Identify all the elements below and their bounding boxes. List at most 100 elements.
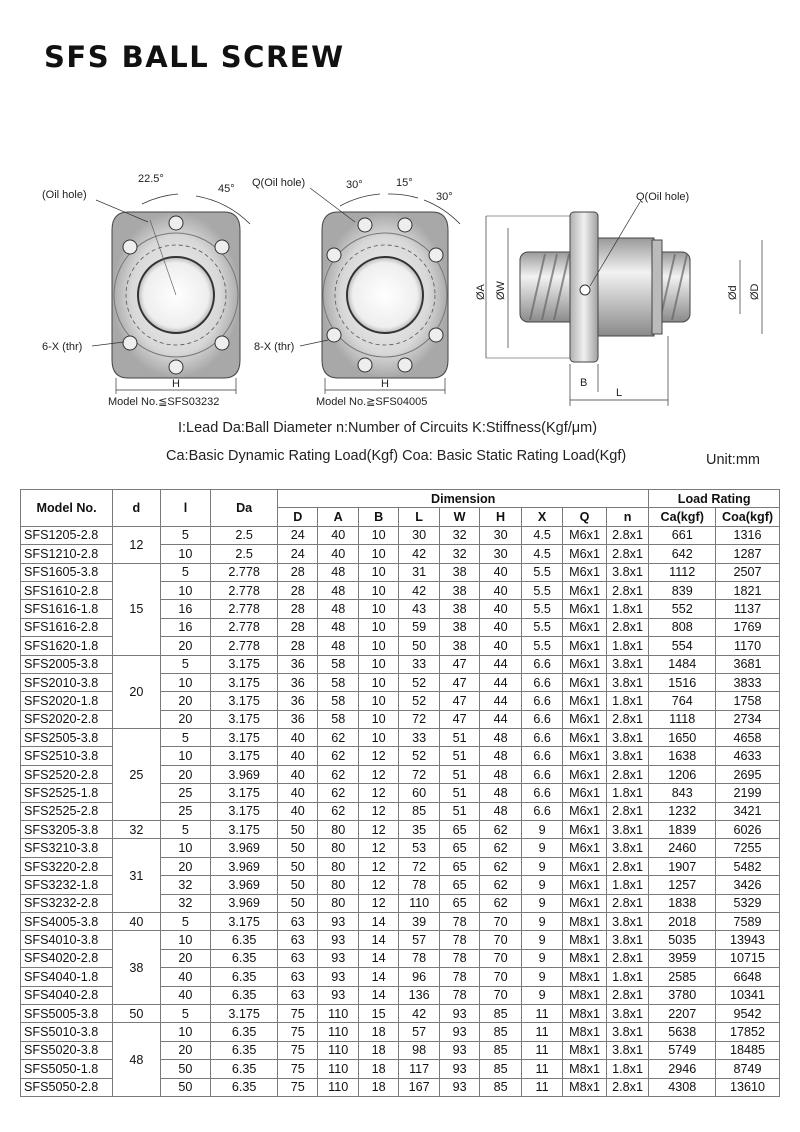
W-cell: 47 [438, 672, 481, 693]
n-cell: 3.8x1 [605, 1040, 650, 1061]
b-label: B [580, 377, 587, 389]
lead-cell: 32 [159, 893, 212, 913]
W-cell: 47 [438, 654, 481, 674]
n-cell: 2.8x1 [605, 525, 650, 546]
angle-label: 45° [218, 183, 235, 195]
header-B: B [357, 507, 400, 527]
A-cell: 62 [317, 801, 359, 822]
B-cell: 10 [357, 544, 400, 564]
ca-cell: 1118 [648, 709, 717, 730]
lead-cell: 50 [159, 1059, 212, 1079]
coa-cell: 4658 [715, 728, 780, 748]
L-cell: 53 [398, 838, 440, 858]
Q-cell: M8x1 [562, 1040, 607, 1061]
lead-cell: 10 [159, 746, 212, 766]
D-cell: 28 [277, 562, 319, 582]
n-cell: 3.8x1 [605, 728, 650, 748]
angle-label: 30° [346, 179, 363, 191]
coa-cell: 10341 [715, 985, 780, 1005]
ball-screw-diagram: (Oil hole) 22.5° 45° 6-X (thr) H Model N… [42, 173, 763, 408]
W-cell: 93 [438, 1059, 481, 1079]
header-D: D [277, 507, 319, 527]
ca-cell: 1838 [648, 893, 717, 913]
da-cell: 6.35 [210, 1040, 279, 1061]
da-cell: 3.969 [210, 838, 279, 858]
A-cell: 40 [317, 525, 359, 546]
n-cell: 2.8x1 [605, 893, 650, 913]
D-cell: 75 [277, 1040, 319, 1061]
Q-cell: M8x1 [562, 967, 607, 987]
A-cell: 58 [317, 672, 359, 693]
H-cell: 44 [479, 672, 522, 693]
B-cell: 12 [357, 820, 400, 840]
H-cell: 40 [479, 599, 522, 619]
ca-cell: 3780 [648, 985, 717, 1005]
model-cell: SFS3210-3.8 [19, 838, 114, 858]
model-cell: SFS3205-3.8 [19, 820, 114, 840]
X-cell: 5.5 [520, 617, 564, 638]
W-cell: 93 [438, 1003, 481, 1024]
header-W: W [438, 507, 481, 527]
bolt-hole [214, 239, 230, 255]
bolt-hole [168, 359, 184, 375]
da-cell: 2.778 [210, 599, 279, 619]
da-cell: 2.5 [210, 525, 279, 546]
lead-cell: 16 [159, 599, 212, 619]
oil-hole-label: Q(Oil hole) [252, 177, 305, 189]
da-cell: 3.175 [210, 691, 279, 711]
L-cell: 30 [398, 525, 440, 546]
da-cell: 2.778 [210, 580, 279, 601]
X-cell: 9 [520, 967, 564, 987]
bolt-hole [168, 215, 184, 231]
header-lead: l [159, 489, 212, 527]
d-cell: 50 [112, 1003, 161, 1024]
model-cell: SFS1620-1.8 [19, 636, 114, 656]
bolt-hole [397, 357, 413, 373]
model-cell: SFS1616-1.8 [19, 599, 114, 619]
lead-cell: 5 [159, 911, 212, 932]
A-cell: 110 [317, 1077, 359, 1097]
model-cell: SFS2005-3.8 [19, 654, 114, 674]
coa-cell: 2199 [715, 783, 780, 803]
header-d: d [112, 489, 161, 527]
coa-cell: 18485 [715, 1040, 780, 1061]
lead-cell: 20 [159, 1040, 212, 1061]
B-cell: 15 [357, 1003, 400, 1024]
W-cell: 47 [438, 691, 481, 711]
da-cell: 3.175 [210, 709, 279, 730]
H-cell: 62 [479, 875, 522, 895]
header-Q: Q [562, 507, 607, 527]
coa-cell: 1287 [715, 544, 780, 564]
ca-cell: 1650 [648, 728, 717, 748]
X-cell: 11 [520, 1077, 564, 1097]
W-cell: 65 [438, 820, 481, 840]
D-cell: 75 [277, 1077, 319, 1097]
bolt-hole [357, 217, 373, 233]
B-cell: 10 [357, 654, 400, 674]
A-cell: 58 [317, 691, 359, 711]
B-cell: 10 [357, 728, 400, 748]
L-cell: 42 [398, 580, 440, 601]
X-cell: 6.6 [520, 728, 564, 748]
Q-cell: M8x1 [562, 930, 607, 950]
model-cell: SFS2520-2.8 [19, 764, 114, 785]
W-cell: 78 [438, 930, 481, 950]
A-cell: 80 [317, 820, 359, 840]
ca-cell: 1232 [648, 801, 717, 822]
B-cell: 12 [357, 856, 400, 877]
ca-cell: 1839 [648, 820, 717, 840]
lead-cell: 32 [159, 875, 212, 895]
H-cell: 62 [479, 838, 522, 858]
lead-cell: 50 [159, 1077, 212, 1097]
A-cell: 80 [317, 875, 359, 895]
D-cell: 40 [277, 783, 319, 803]
A-cell: 48 [317, 636, 359, 656]
da-cell: 6.35 [210, 985, 279, 1005]
lead-cell: 20 [159, 709, 212, 730]
Q-cell: M6x1 [562, 746, 607, 766]
